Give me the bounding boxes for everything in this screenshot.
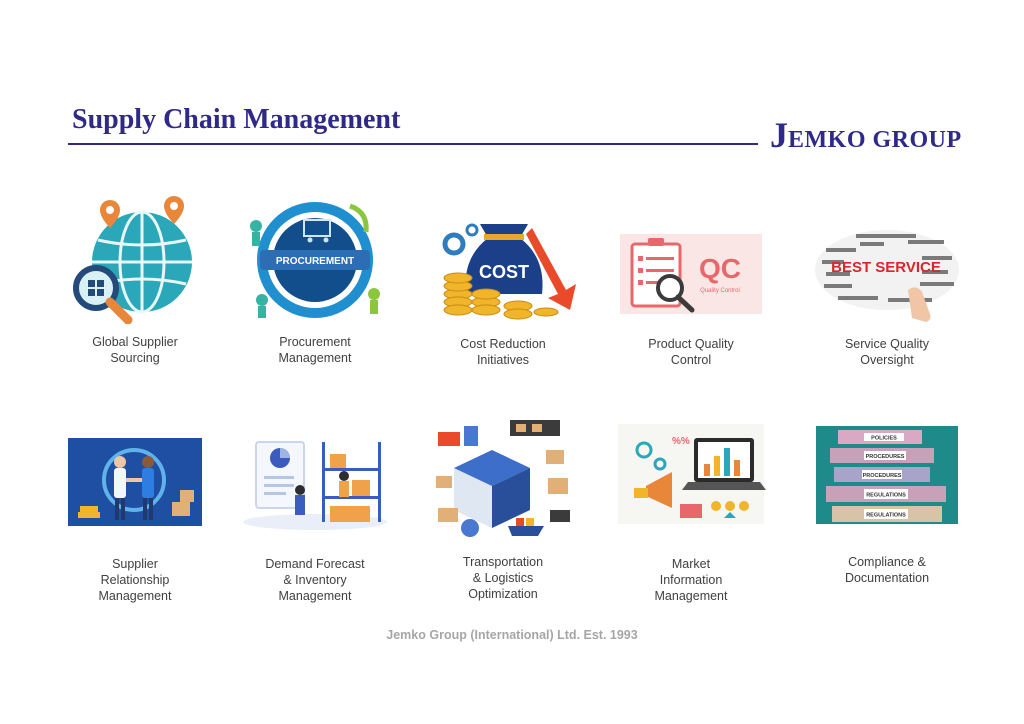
svg-text:PROCUREMENT: PROCUREMENT <box>276 256 354 267</box>
footer-text: Jemko Group (International) Ltd. Est. 19… <box>386 628 638 642</box>
service-label: Demand Forecast & Inventory Management <box>265 557 365 603</box>
service-demand-forecast-inventory: Demand Forecast & Inventory Management <box>230 418 400 604</box>
service-compliance-documentation: POLICIES PROCEDURES PROCEDURES REGULATIO… <box>802 416 972 586</box>
service-product-quality-control: QC Quality Control Product Quality Contr… <box>606 198 776 368</box>
globe-search-icon <box>73 196 192 324</box>
svg-text:REGULATIONS: REGULATIONS <box>866 513 906 519</box>
service-label: Product Quality Control <box>648 337 734 367</box>
svg-text:BEST SERVICE: BEST SERVICE <box>831 259 941 276</box>
svg-text:QC: QC <box>699 253 741 284</box>
handshake-icon <box>68 438 202 526</box>
warehouse-shelves-icon <box>243 441 387 530</box>
service-procurement-management: PROCUREMENT Procurement Management <box>230 196 400 366</box>
best-service-wordcloud-icon: BEST SERVICE <box>815 230 959 322</box>
laptop-megaphone-icon: %% <box>618 424 766 524</box>
service-supplier-relationship-management: Supplier Relationship Management <box>50 418 220 604</box>
service-label: Transportation & Logistics Optimization <box>462 555 544 601</box>
service-label: Procurement Management <box>278 335 352 365</box>
page-title: Supply Chain Management <box>72 104 401 135</box>
brand-logo: JEMKO GROUP <box>770 115 962 155</box>
procurement-cycle-icon: PROCUREMENT <box>250 202 380 318</box>
svg-text:Quality Control: Quality Control <box>700 288 740 294</box>
quality-control-icon: QC Quality Control <box>620 234 762 314</box>
service-label: Compliance & Documentation <box>844 555 930 585</box>
service-label: Global Supplier Sourcing <box>92 335 178 365</box>
logistics-icon <box>436 420 570 537</box>
svg-text:REGULATIONS: REGULATIONS <box>866 493 906 499</box>
service-global-supplier-sourcing: Global Supplier Sourcing <box>50 196 220 366</box>
svg-text:POLICIES: POLICIES <box>871 436 897 442</box>
title-underline <box>68 143 758 145</box>
binders-icon: POLICIES PROCEDURES PROCEDURES REGULATIO… <box>816 426 958 524</box>
service-transportation-logistics: Transportation & Logistics Optimization <box>418 416 588 602</box>
svg-text:%%: %% <box>672 436 690 447</box>
cost-bag-icon: COST <box>442 223 576 320</box>
service-market-information-management: %% Market Information Management <box>606 418 776 604</box>
svg-text:PROCEDURES: PROCEDURES <box>863 473 902 479</box>
service-label: Service Quality Oversight <box>844 337 930 367</box>
service-label: Supplier Relationship Management <box>98 557 172 603</box>
service-label: Cost Reduction Initiatives <box>460 337 546 367</box>
service-cost-reduction-initiatives: COST Cost Reduction Initiatives <box>418 198 588 368</box>
service-service-quality-oversight: BEST SERVICE Service Quality Oversight <box>802 198 972 368</box>
service-label: Market Information Management <box>654 557 728 603</box>
svg-text:COST: COST <box>479 262 529 282</box>
svg-text:PROCEDURES: PROCEDURES <box>866 454 905 460</box>
